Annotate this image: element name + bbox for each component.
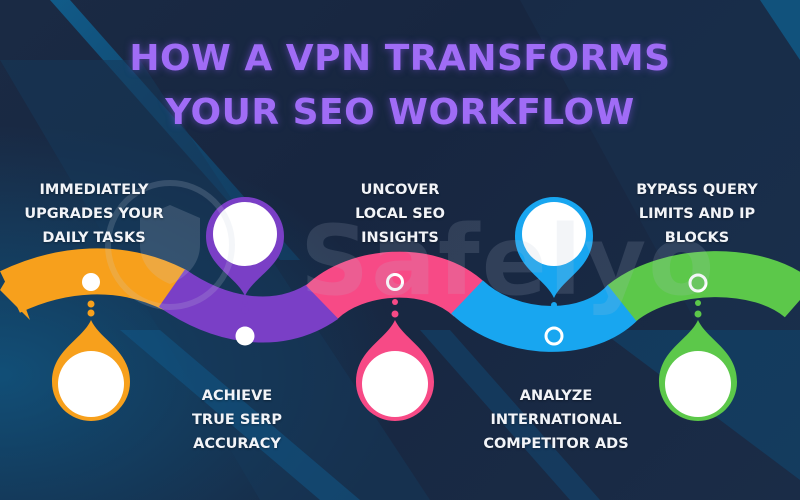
step-1-label: IMMEDIATELY UPGRADES YOUR DAILY TASKS xyxy=(24,182,164,246)
step-1-marker xyxy=(52,273,130,421)
watermark-text: Safelyo xyxy=(300,205,717,317)
title-line-2: YOUR SEO WORKFLOW xyxy=(165,92,635,133)
step-5-label: BYPASS QUERY LIMITS AND IP BLOCKS xyxy=(636,182,758,246)
wave-segment-5 xyxy=(607,251,800,322)
node-ring-icon xyxy=(386,273,404,291)
watermark-shield-icon xyxy=(105,180,235,310)
node-dot-icon xyxy=(82,273,100,291)
step-3-label: UNCOVER LOCAL SEO INSIGHTS xyxy=(355,182,445,246)
title-line-1: HOW A VPN TRANSFORMS xyxy=(129,38,671,79)
step-4-marker xyxy=(515,197,593,346)
step-2-label: ACHIEVE TRUE SERP ACCURACY xyxy=(192,388,282,452)
step-3-marker xyxy=(356,273,434,421)
node-dot-icon xyxy=(235,326,255,346)
node-ring-icon xyxy=(688,273,708,293)
wave-segment-1 xyxy=(0,248,186,313)
ribbon-tail xyxy=(0,270,30,320)
step-2-marker xyxy=(206,197,284,346)
node-ring-icon xyxy=(544,326,564,346)
wave-segment-2 xyxy=(158,268,339,343)
step-4-label: ANALYZE INTERNATIONAL COMPETITOR ADS xyxy=(483,388,629,452)
step-5-marker xyxy=(659,273,737,421)
